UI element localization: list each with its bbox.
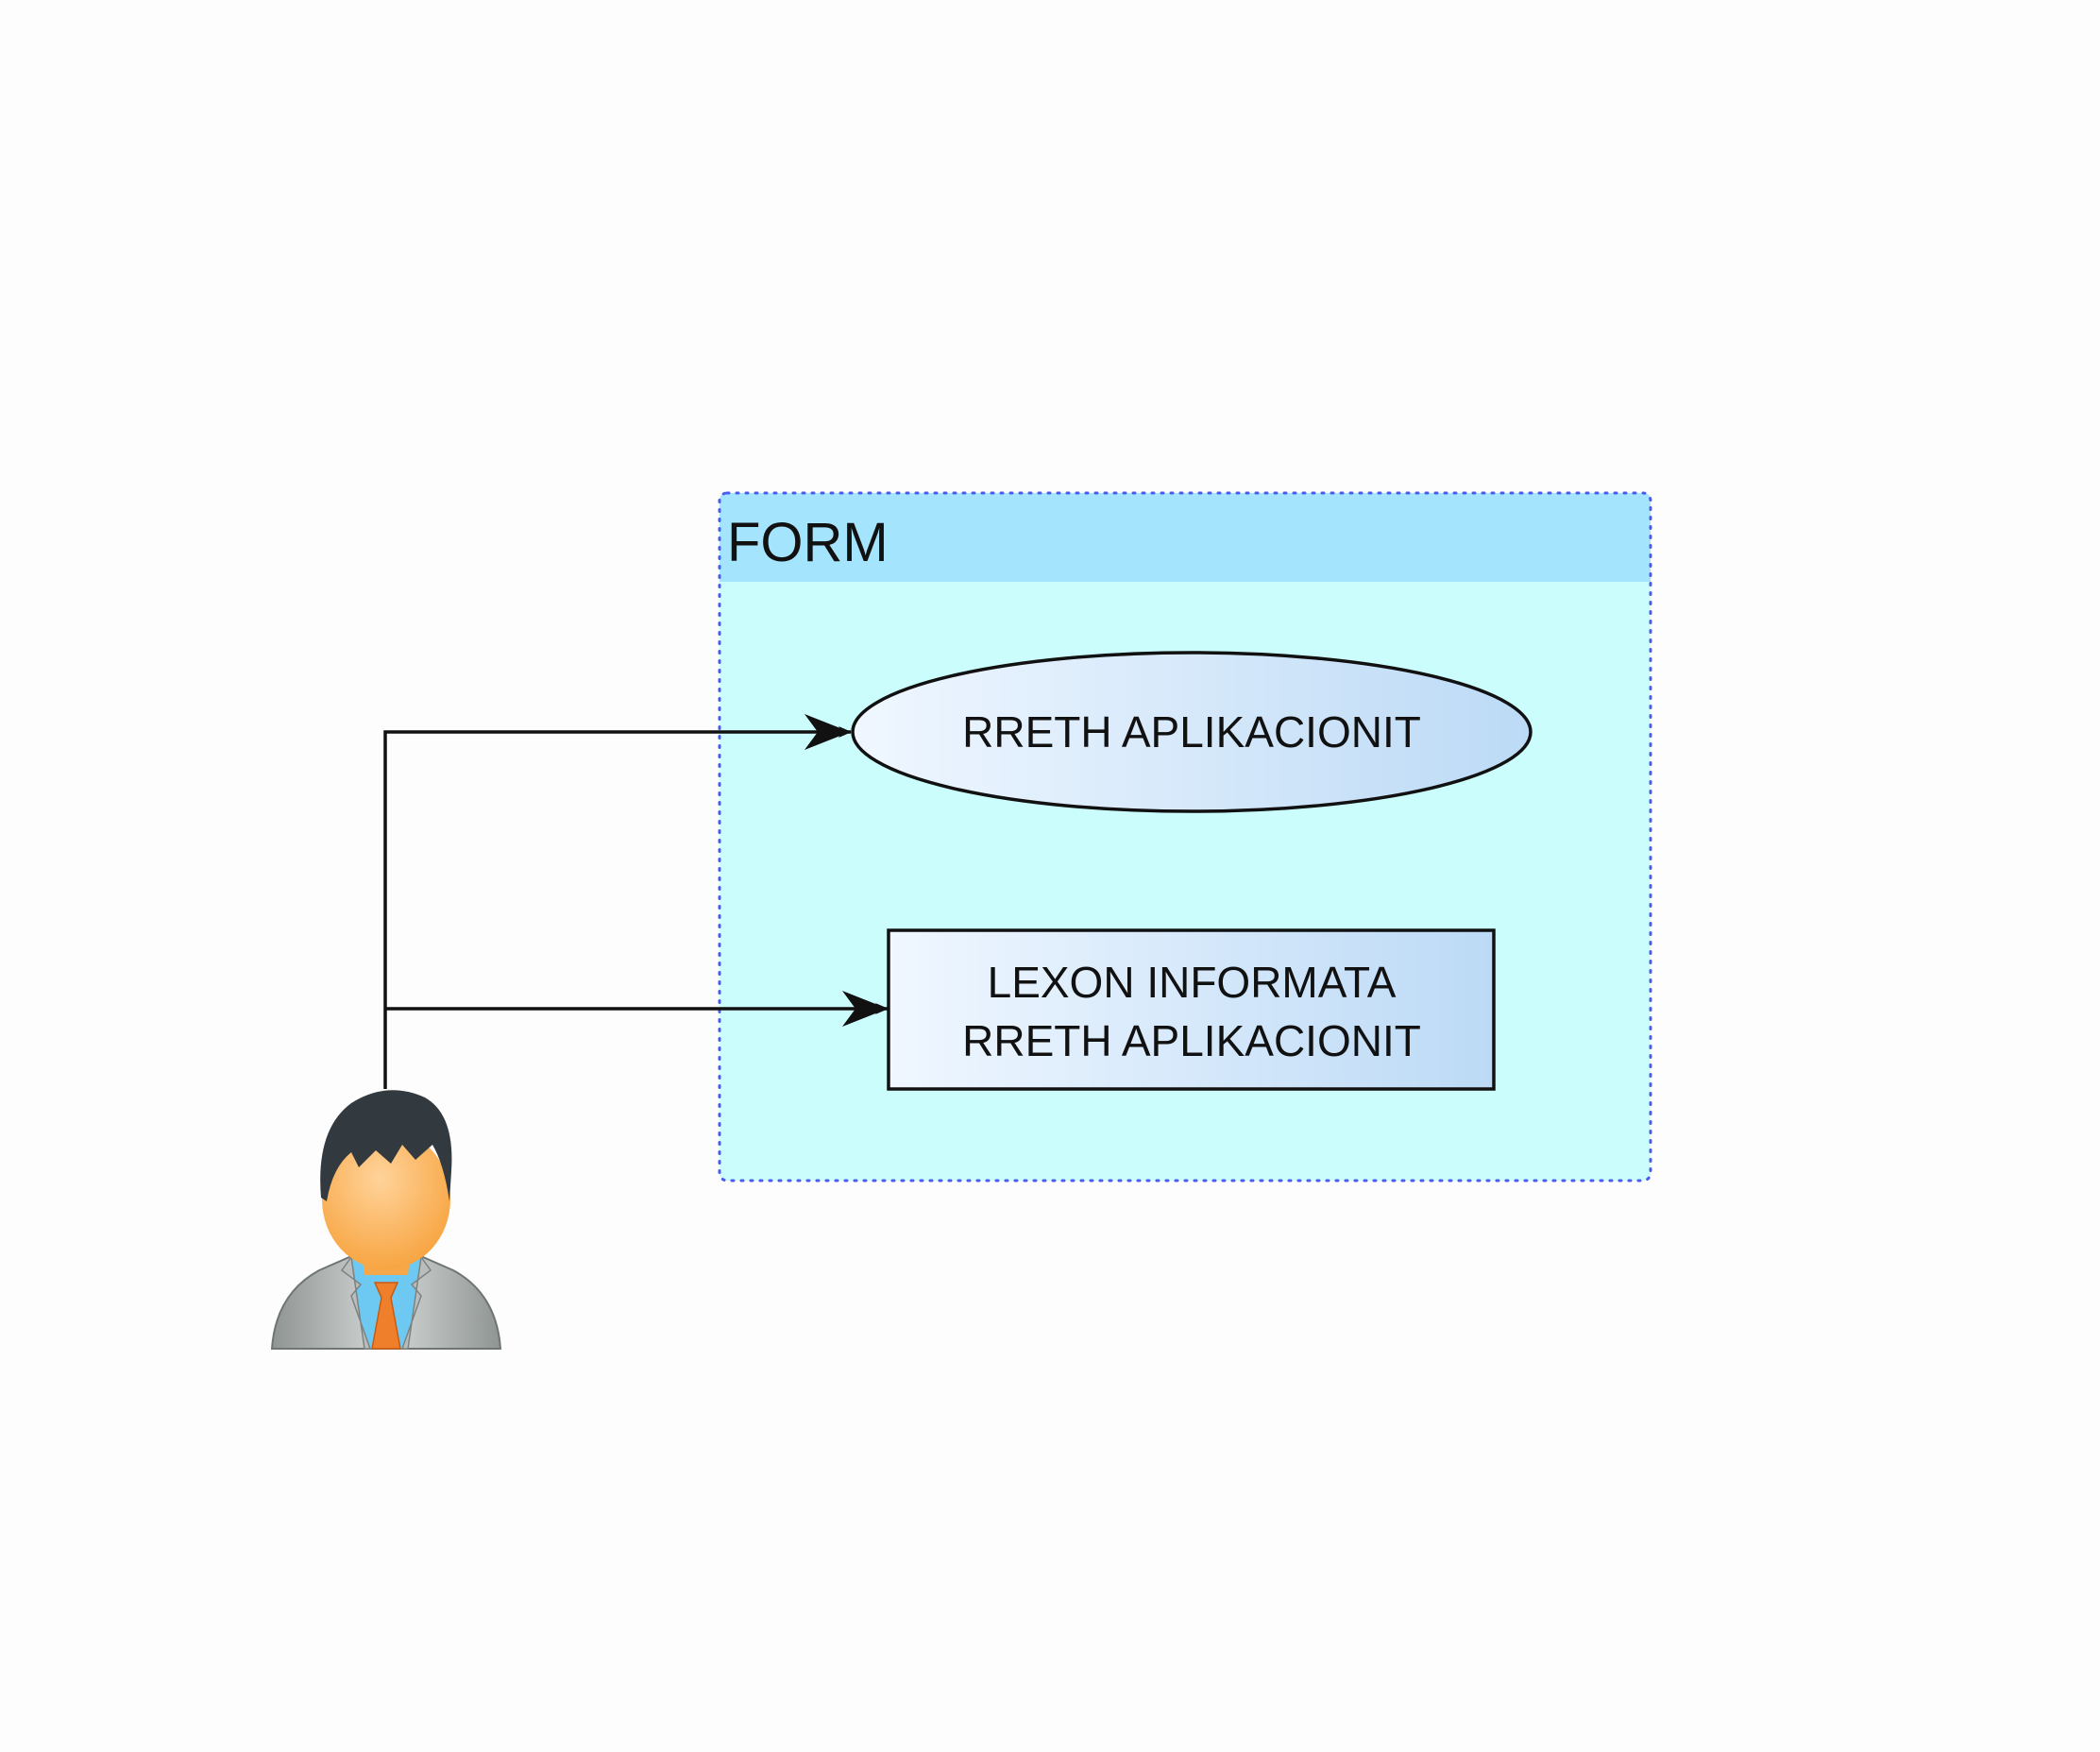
actor-hair (320, 1090, 452, 1201)
container-header (720, 493, 1651, 582)
action-box-rect (887, 928, 1496, 1091)
actor-face (322, 1130, 450, 1269)
connectors (383, 714, 889, 1089)
actor-lapel-right (400, 1255, 432, 1350)
container-title: FORM (727, 512, 889, 573)
arrowhead-action-box (842, 991, 888, 1027)
action-box-lexon-informata[interactable]: LEXON INFORMATA RRETH APLIKACIONIT (887, 928, 1496, 1091)
user-icon[interactable] (270, 1090, 502, 1350)
arrowhead-use-case (804, 714, 850, 750)
use-case-rreth-aplikacionit[interactable]: RRETH APLIKACIONIT (851, 651, 1533, 813)
actor-lapel-left (340, 1255, 372, 1350)
action-box-line-2: RRETH APLIKACIONIT (962, 1016, 1421, 1065)
container-border (718, 491, 1652, 1182)
actor-tie (371, 1282, 401, 1350)
use-case-ellipse (851, 651, 1533, 813)
action-box-line-1: LEXON INFORMATA (988, 958, 1397, 1007)
use-case-label: RRETH APLIKACIONIT (962, 707, 1421, 757)
connector-actor-to-use-case[interactable] (383, 726, 852, 1089)
